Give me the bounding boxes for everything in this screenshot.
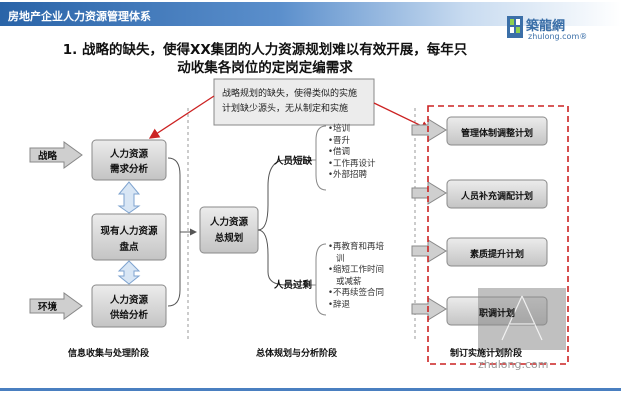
surplus-item: 或减薪 [336,276,362,287]
supply-line-2: 供给分析 [109,310,148,321]
demand-analysis-box [91,139,167,181]
strategy-label: 战略 [38,151,58,162]
strategy-arrow [29,141,83,169]
shortage-list-bracket [315,125,327,191]
plan-arrow-3 [411,239,447,263]
shortage-item: •工作再设计 [328,158,376,169]
footer-bar [0,388,621,391]
phase-label-3: 制订实施计划阶段 [450,349,523,359]
shortage-item: •培训 [328,124,351,134]
analysis-bracket [167,157,181,307]
phase-label-2: 总体规划与分析阶段 [256,349,338,359]
callout-line-1: 战略规划的缺失，使得类似的实施 [222,89,358,99]
plan-box-1 [446,116,548,146]
plan-label-4: 职调计划 [478,309,515,319]
shortage-item: •晋升 [328,135,351,146]
demand-line-2: 需求分析 [109,164,148,175]
logo-name: 築龍網 [526,19,566,34]
callout-arrow-left [148,95,215,139]
surplus-list-bracket [315,243,327,316]
surplus-item: •缩短工作时间 [328,265,385,275]
plan-box-3 [446,237,548,267]
total-plan-line-1: 人力资源 [209,217,248,228]
shortage-label: 人员短缺 [274,156,313,167]
plan-arrow-1 [411,118,447,142]
surplus-item: •再教育和再培 [328,242,385,252]
current-line-1: 现有人力资源 [100,226,158,237]
callout-line-2: 计划缺少源头，无从制定和实施 [222,104,349,114]
logo-icon [507,16,523,38]
surplus-label: 人员过剩 [274,280,313,291]
supply-analysis-box [91,284,167,328]
double-arrow-top [117,181,141,214]
current-line-2: 盘点 [119,242,139,253]
branch-surplus [257,229,300,286]
headline-line-1: 1. 战略的缺失，使得XX集团的人力资源规划难以有效开展，每年只 [62,42,468,58]
demand-line-1: 人力资源 [109,149,148,160]
environment-label: 环境 [38,302,58,313]
watermark-block [478,288,566,350]
surplus-item: •不再续签合同 [328,288,385,298]
plan-label-1: 管理体制调整计划 [460,129,533,139]
plan-arrow-2 [411,181,447,205]
plan-arrow-4 [411,297,447,321]
shortage-item: •借调 [328,147,351,157]
double-arrow-bottom [117,260,141,285]
callout-box [213,78,375,126]
environment-arrow [29,292,83,320]
header-title: 房地产企业人力资源管理体系 [8,10,151,23]
shortage-list: •培训 •晋升 •借调 •工作再设计 •外部招聘 [328,124,376,182]
plan-region-border [427,105,569,365]
plan-label-2: 人员补充调配计划 [460,192,533,202]
current-inventory-box [91,213,167,261]
supply-line-1: 人力资源 [109,295,148,306]
logo-domain: zhulong.com® [528,32,588,41]
phase-label-1: 信息收集与处理阶段 [68,349,150,359]
plan-box-2 [446,179,548,209]
surplus-item: •辞退 [328,299,351,310]
surplus-list: •再教育和再培 训 •缩短工作时间 或减薪 •不再续签合同 •辞退 [328,242,384,311]
plan-label-3: 素质提升计划 [469,250,524,260]
shortage-item: •外部招聘 [328,170,368,180]
branch-shortage [257,159,300,231]
headline-line-2: 动收集各岗位的定岗定编需求 [177,60,353,76]
watermark-text: zhulong.com [478,358,549,371]
total-plan-line-2: 总规划 [214,233,244,244]
surplus-item: 训 [336,253,345,264]
